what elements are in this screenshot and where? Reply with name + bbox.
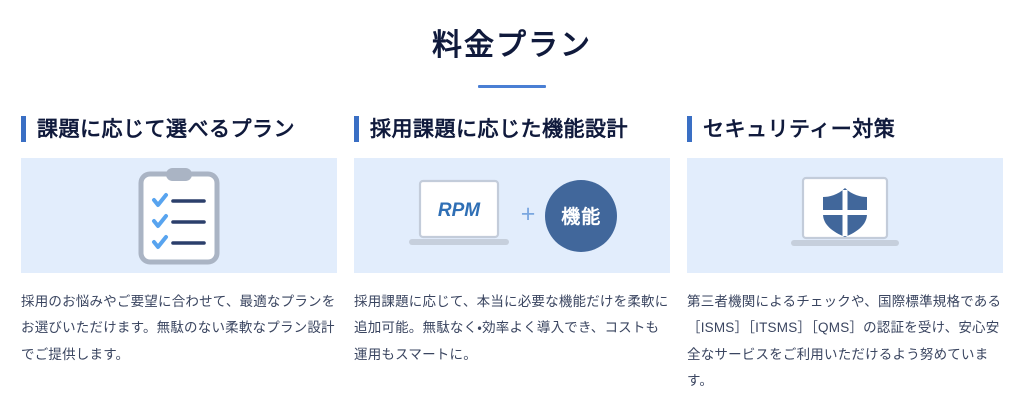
clipboard-checklist-icon [135, 166, 223, 266]
plus-icon: + [520, 200, 536, 228]
feature-card-functions: 採用課題に応じた機能設計 RPM + 機能 採用課題に応じて、本当に必要な機 [354, 114, 670, 394]
card-figure: RPM + 機能 [354, 158, 670, 273]
card-header: 採用課題に応じた機能設計 [354, 114, 670, 144]
card-title: 課題に応じて選べるプラン [37, 117, 295, 141]
laptop-logo-text: RPM [438, 200, 481, 221]
shield-glyph [823, 187, 867, 237]
card-title: 採用課題に応じた機能設計 [370, 117, 628, 141]
page-title: 料金プラン [432, 29, 592, 62]
section-header: 料金プラン [0, 0, 1024, 88]
laptop-plus-feature-icon: RPM + 機能 [354, 177, 670, 255]
card-title: セキュリティー対策 [703, 117, 896, 141]
card-header: 課題に応じて選べるプラン [21, 114, 337, 144]
laptop-rpm-icon: RPM [407, 177, 511, 255]
card-figure [687, 158, 1003, 273]
accent-bar-icon [687, 116, 692, 142]
card-header: セキュリティー対策 [687, 114, 1003, 144]
laptop-shield-icon [789, 174, 901, 258]
feature-circle-badge: 機能 [545, 179, 618, 252]
card-figure [21, 158, 337, 273]
card-description: 採用課題に応じて、本当に必要な機能だけを柔軟に追加可能。無駄なく・効率よく導入で… [354, 294, 669, 362]
feature-card-plans: 課題に応じて選べるプラン [21, 114, 337, 394]
feature-card-security: セキュリティー対策 第三者機関によるチェックや、国際標準規格である［ [687, 114, 1003, 394]
feature-card-list: 課題に応じて選べるプラン [0, 114, 1024, 394]
accent-bar-icon [21, 116, 26, 142]
accent-bar-icon [354, 116, 359, 142]
card-description: 採用のお悩みやご要望に合わせて、最適なプランをお選びいただけます。無駄のない柔軟… [21, 294, 336, 362]
title-underline-rule [478, 85, 546, 88]
card-description: 第三者機関によるチェックや、国際標準規格である［ISMS］［ITSMS］［QMS… [687, 294, 1002, 388]
